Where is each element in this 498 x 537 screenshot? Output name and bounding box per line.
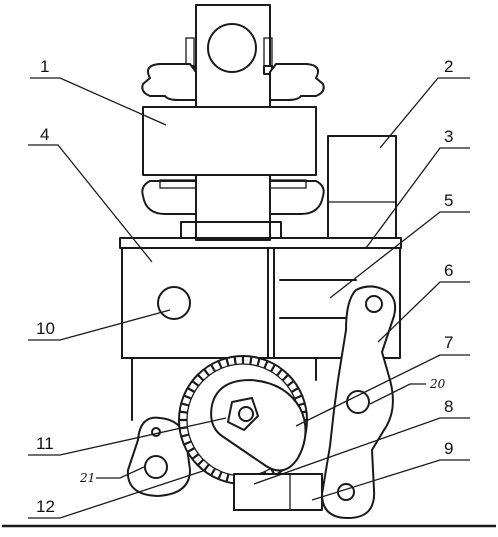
link-arm-6 [321,285,397,519]
part-labels: 1 2 3 4 5 6 7 8 9 10 11 12 20 21 [36,57,453,516]
top-assembly [141,4,325,241]
block-8 [233,473,323,511]
label-4: 4 [40,125,49,144]
label-21: 21 [79,471,95,485]
label-3: 3 [444,127,453,146]
pin-20 [346,390,370,414]
label-2: 2 [444,57,453,76]
label-8: 8 [444,397,453,416]
cam-7 [210,379,307,472]
label-1: 1 [40,57,49,76]
label-12: 12 [36,497,55,516]
hole-10 [157,286,191,320]
label-5: 5 [444,191,453,210]
part-2-block [327,135,397,239]
label-9: 9 [444,439,453,458]
label-11: 11 [36,434,54,453]
label-20: 20 [429,377,446,391]
label-7: 7 [444,333,453,352]
pin-upper [365,295,383,313]
label-6: 6 [444,261,453,280]
leader-lines [28,77,470,519]
label-10: 10 [36,319,55,338]
